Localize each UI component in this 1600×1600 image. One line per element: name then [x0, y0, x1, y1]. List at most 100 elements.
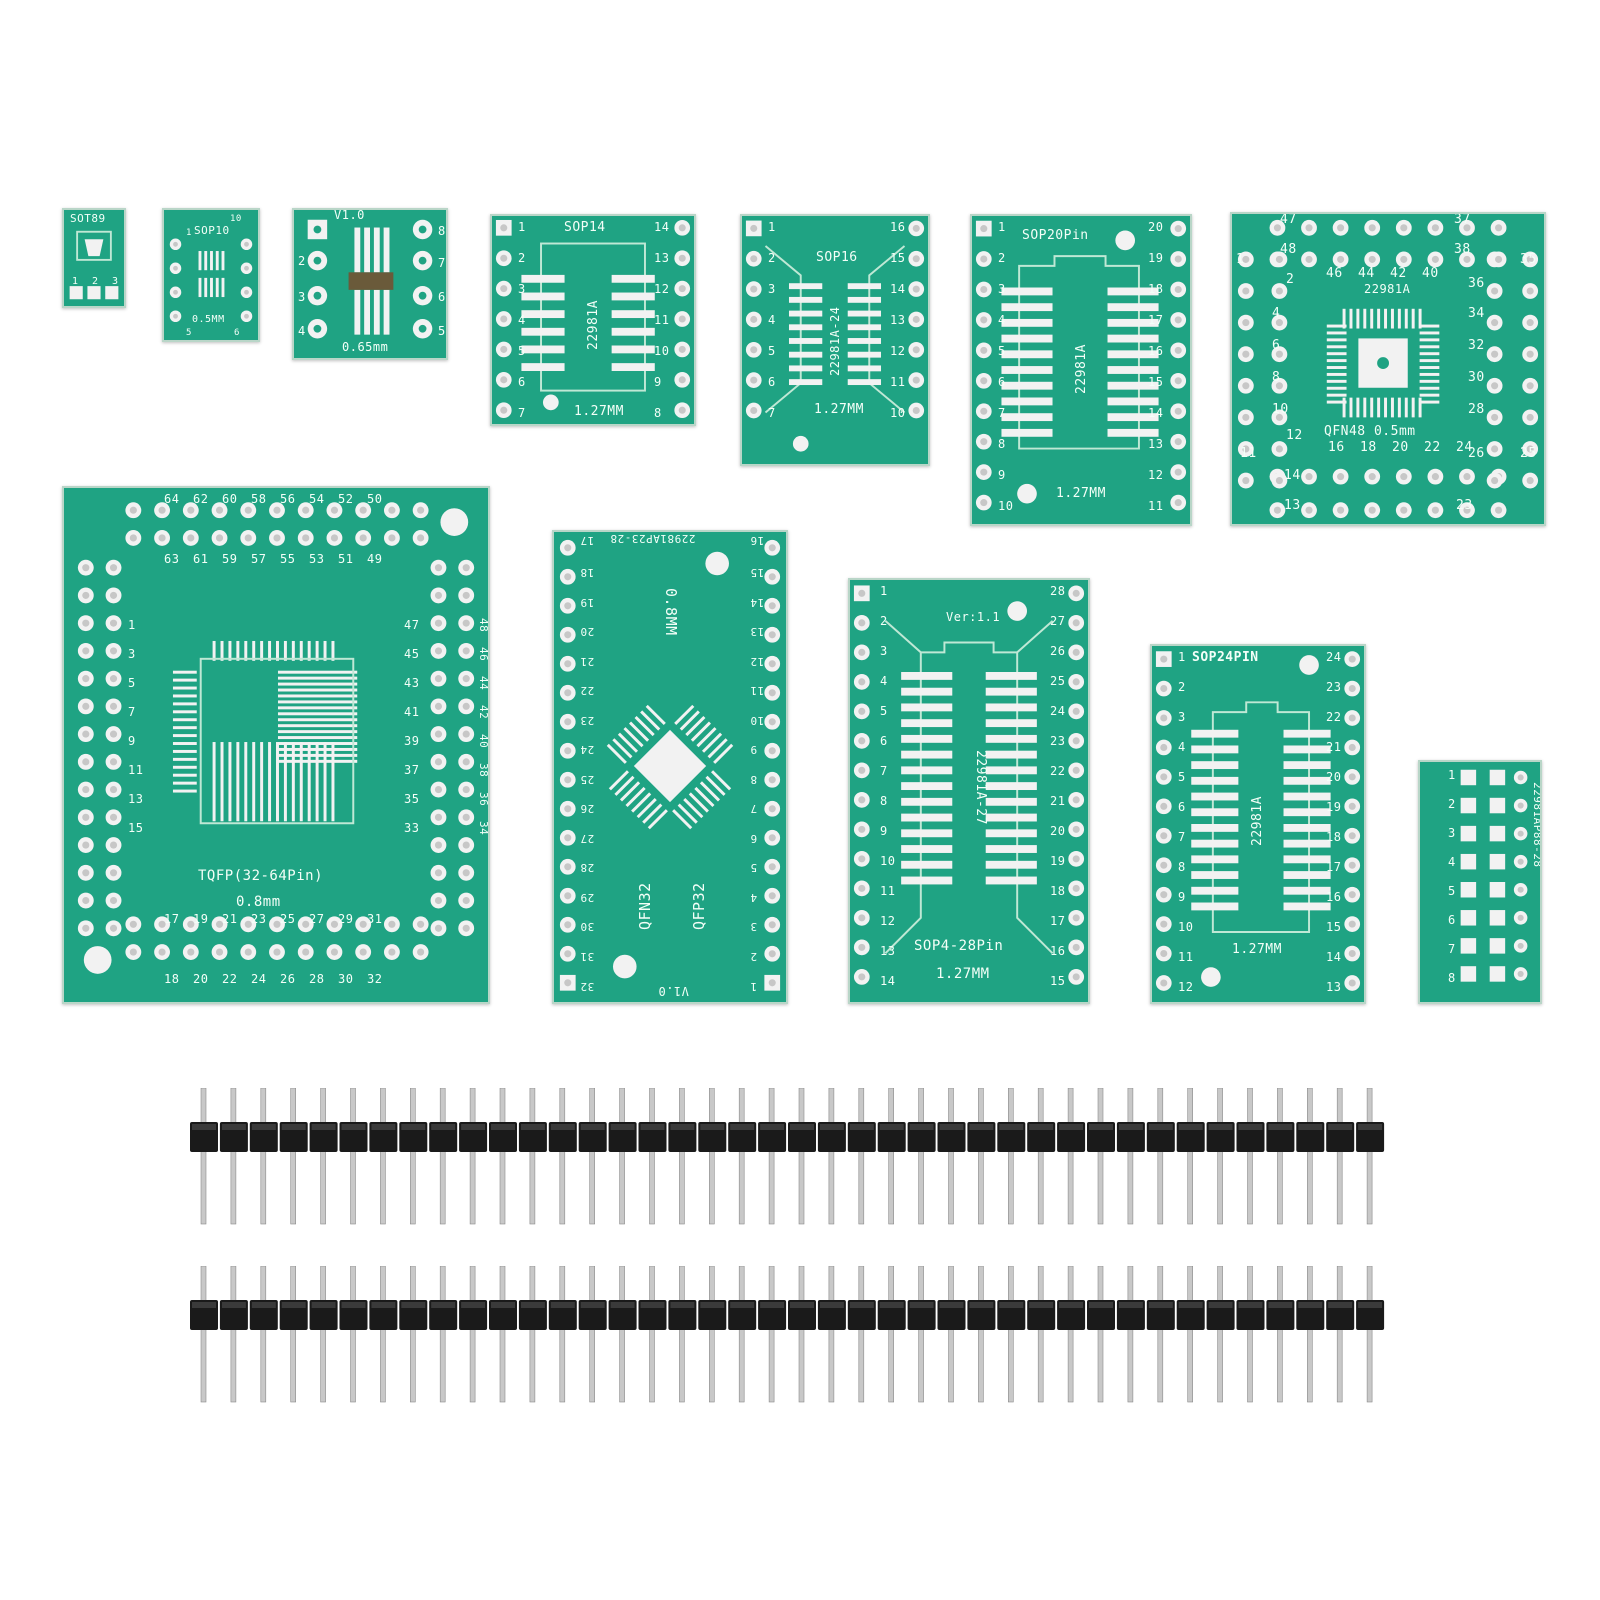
- pin-label: 1: [186, 228, 192, 238]
- pin-label: 7: [438, 256, 446, 270]
- pin-label: 5: [768, 344, 776, 358]
- pin-label: 8: [1272, 370, 1281, 385]
- pin-label: 5: [438, 324, 446, 338]
- pin-label: 16: [1050, 944, 1066, 958]
- pin-label: 33: [404, 821, 420, 835]
- sop14-pads: [495, 219, 691, 419]
- sop16-pads: [745, 220, 925, 452]
- pin-label: 3: [768, 282, 776, 296]
- pin-label: 5: [186, 328, 192, 338]
- pin-label: 21: [1050, 794, 1066, 808]
- pin-label: 2: [768, 251, 776, 265]
- pin-label: 44: [477, 676, 490, 691]
- pin-label: 23: [251, 912, 267, 926]
- pin-label: 11: [890, 375, 906, 389]
- pin-label: 24: [580, 743, 595, 756]
- pin-label: 27: [580, 831, 595, 845]
- pin-label: 10: [890, 406, 906, 420]
- pitch-label: 0.8MM: [662, 588, 680, 636]
- sop28-pads: [853, 585, 1085, 985]
- pin-label: 6: [234, 328, 240, 338]
- pin-label: 16: [750, 534, 765, 547]
- pin-label: 7: [768, 406, 776, 420]
- pin-label: 11: [1178, 950, 1194, 964]
- pin-label: 22: [1050, 764, 1066, 778]
- pin-label: 26: [1468, 446, 1485, 461]
- pin-label: 4: [750, 890, 758, 904]
- pin-label: 6: [750, 831, 758, 845]
- pin-header-strip-1: [190, 1088, 1385, 1225]
- pin-label: 1: [1236, 252, 1245, 267]
- pin-label: 6: [1272, 338, 1281, 353]
- pin-label: 30: [580, 920, 595, 933]
- pin-label: 4: [880, 674, 888, 688]
- pitch-label: 0.8mm: [236, 894, 281, 910]
- pin-label: 5: [750, 861, 758, 874]
- pin-label: 61: [193, 552, 209, 566]
- pin-label: 19: [580, 595, 595, 609]
- pin-label: 31: [580, 949, 595, 963]
- pin-label: 18: [580, 566, 595, 579]
- pin-label: 4: [1178, 740, 1186, 754]
- pin-label: 12: [890, 344, 906, 358]
- pin-label: 4: [1448, 855, 1456, 869]
- pin-label: 6: [880, 734, 888, 748]
- tqfp-adapter-board: TQFP(32-64Pin) 0.8mm 6463171821474862611…: [62, 486, 490, 1004]
- pin-label: 21: [222, 912, 238, 926]
- pin-label: 2: [1178, 680, 1186, 694]
- pin-label: 56: [280, 492, 296, 506]
- pin-label: 23: [1326, 680, 1342, 694]
- pin-label: 9: [654, 375, 662, 389]
- pitch-label: 1.27MM: [574, 404, 624, 419]
- pin-label: 19: [193, 912, 209, 926]
- pin-label: 8: [654, 406, 662, 420]
- pin-label: 57: [251, 552, 267, 566]
- pin-label: 34: [477, 821, 490, 836]
- pin-label: 26: [1050, 644, 1066, 658]
- pitch-label: 1.27MM: [814, 402, 864, 417]
- pin-label: 55: [280, 552, 296, 566]
- pin-label: 11: [750, 684, 765, 697]
- board-code: 22981A-27: [973, 750, 988, 825]
- board-code: 22981A: [586, 300, 601, 350]
- pin-label: 36: [1468, 276, 1485, 291]
- pin-label: 16: [1148, 344, 1164, 358]
- package-label-qfn32: QFN32: [636, 882, 654, 930]
- pin-label: 15: [1148, 375, 1164, 389]
- pin-label: 12: [880, 914, 896, 928]
- pin-label: 25: [280, 912, 296, 926]
- pin-label: 11: [654, 313, 670, 327]
- pin-label: 13: [1326, 980, 1342, 994]
- pin-label: 9: [1178, 890, 1186, 904]
- board-code: 22981AP88-28: [1531, 782, 1542, 868]
- board-title: SOP14: [564, 220, 606, 235]
- pin-label: 47: [404, 618, 420, 632]
- pin-label: 37: [1454, 212, 1471, 227]
- pin-label: 14: [880, 974, 896, 988]
- pin-label: 26: [280, 972, 296, 986]
- pin-label: 8: [880, 794, 888, 808]
- pin-label: 5: [1448, 884, 1456, 898]
- pin-label: 17: [1326, 860, 1342, 874]
- pin-label: 18: [1360, 440, 1377, 455]
- pin-label: 11: [880, 884, 896, 898]
- pin-label: 1: [1448, 768, 1456, 782]
- pin-label: 39: [404, 734, 420, 748]
- pin-label: 16: [1328, 440, 1345, 455]
- sop10-pads: [169, 238, 253, 322]
- pin-label: 9: [128, 734, 136, 748]
- pin-label: 9: [998, 468, 1006, 482]
- pin-label: 2: [92, 276, 99, 287]
- pin-label: 29: [580, 890, 595, 904]
- pin-label: 1: [518, 220, 526, 234]
- pin-label: 35: [404, 792, 420, 806]
- pin-label: 4: [768, 313, 776, 327]
- pin-label: 5: [880, 704, 888, 718]
- pin-label: 17: [164, 912, 180, 926]
- pin-label: 7: [880, 764, 888, 778]
- pin-label: 12: [62, 763, 66, 778]
